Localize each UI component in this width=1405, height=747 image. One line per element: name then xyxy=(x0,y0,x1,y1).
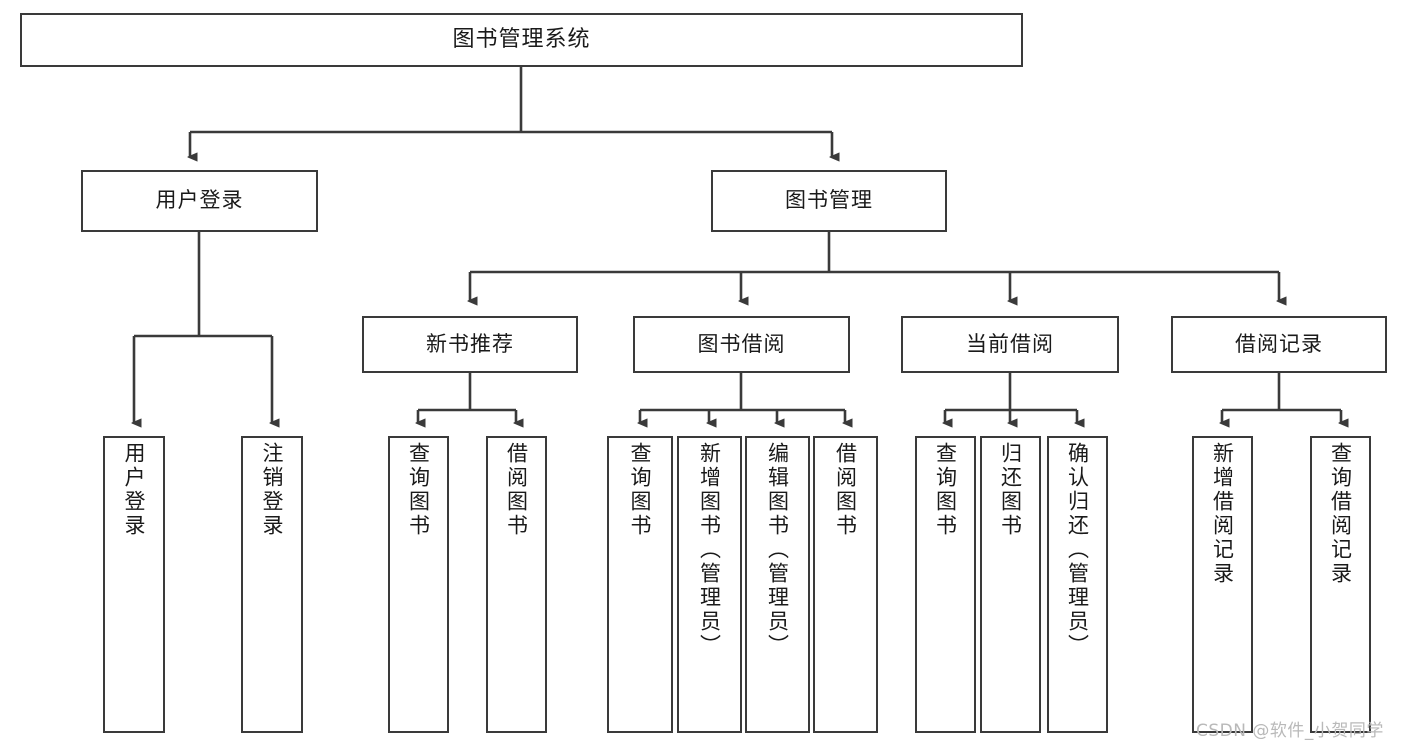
node-label: 用户登录 xyxy=(155,188,244,213)
node-label: 查询图书 xyxy=(406,442,431,538)
node-leaf-borrow-book-2[interactable]: 借阅图书 xyxy=(813,436,878,733)
node-label: 图书管理 xyxy=(785,188,873,213)
node-label: 借阅图书 xyxy=(504,442,529,538)
node-label: 用户登录 xyxy=(122,442,147,538)
node-leaf-query-book-2[interactable]: 查询图书 xyxy=(607,436,673,733)
node-label: 归还图书 xyxy=(998,442,1023,538)
node-label: 确认归还（管理员） xyxy=(1065,442,1090,658)
node-label: 编辑图书（管理员） xyxy=(765,442,790,658)
node-label: 借阅记录 xyxy=(1235,331,1323,356)
node-new-book-recommend[interactable]: 新书推荐 xyxy=(362,316,578,373)
node-leaf-confirm-return[interactable]: 确认归还（管理员） xyxy=(1047,436,1108,733)
node-borrow-record[interactable]: 借阅记录 xyxy=(1171,316,1387,373)
node-label: 图书借阅 xyxy=(697,331,786,356)
node-label: 查询借阅记录 xyxy=(1328,442,1353,586)
csdn-watermark: CSDN @软件_小贺同学 xyxy=(1196,721,1384,741)
node-label: 图书管理系统 xyxy=(452,26,591,52)
node-leaf-query-book-3[interactable]: 查询图书 xyxy=(915,436,976,733)
node-label: 借阅图书 xyxy=(833,442,858,538)
node-leaf-query-record[interactable]: 查询借阅记录 xyxy=(1310,436,1371,733)
node-label: 新增借阅记录 xyxy=(1210,442,1235,586)
node-leaf-add-record[interactable]: 新增借阅记录 xyxy=(1192,436,1253,733)
node-leaf-logout[interactable]: 注销登录 xyxy=(241,436,303,733)
node-book-borrow[interactable]: 图书借阅 xyxy=(633,316,850,373)
node-leaf-add-book[interactable]: 新增图书（管理员） xyxy=(677,436,742,733)
node-current-borrow[interactable]: 当前借阅 xyxy=(901,316,1119,373)
node-leaf-borrow-book-1[interactable]: 借阅图书 xyxy=(486,436,547,733)
node-label: 查询图书 xyxy=(933,442,958,538)
node-label: 新增图书（管理员） xyxy=(697,442,722,658)
node-label: 当前借阅 xyxy=(966,331,1054,356)
node-leaf-query-book-1[interactable]: 查询图书 xyxy=(388,436,449,733)
node-leaf-edit-book[interactable]: 编辑图书（管理员） xyxy=(745,436,810,733)
node-user-login[interactable]: 用户登录 xyxy=(81,170,318,232)
node-book-manage[interactable]: 图书管理 xyxy=(711,170,947,232)
node-root-system[interactable]: 图书管理系统 xyxy=(20,13,1023,67)
node-label: 查询图书 xyxy=(628,442,653,538)
node-leaf-user-login[interactable]: 用户登录 xyxy=(103,436,165,733)
node-leaf-return-book[interactable]: 归还图书 xyxy=(980,436,1041,733)
node-label: 新书推荐 xyxy=(426,331,514,356)
node-label: 注销登录 xyxy=(260,442,285,538)
